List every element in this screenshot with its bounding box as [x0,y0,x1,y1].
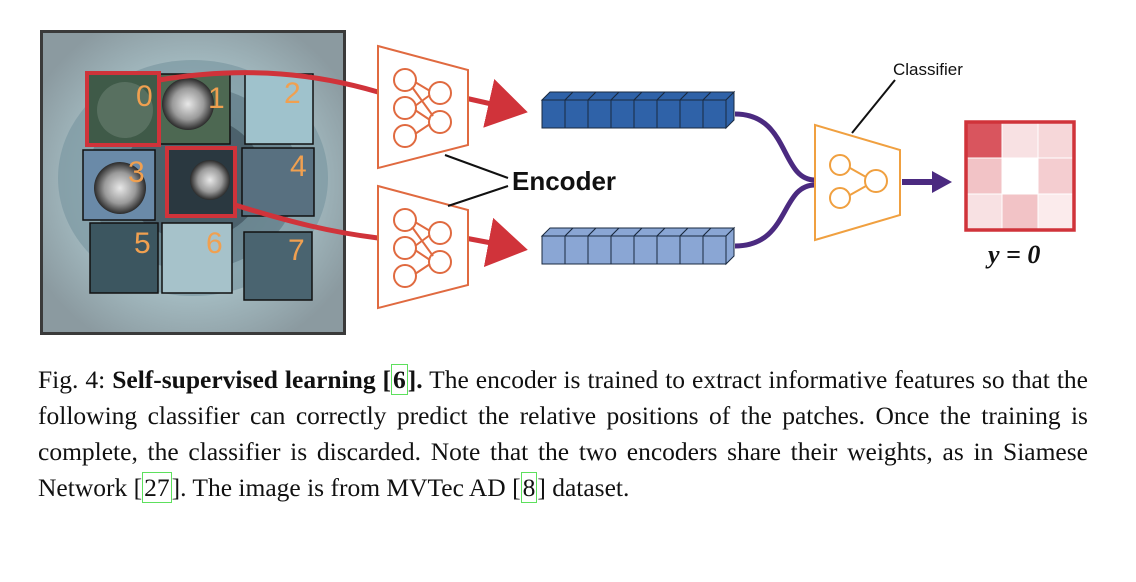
encoder-top [377,44,469,170]
feature-cell [702,235,727,265]
feature-cell [610,235,635,265]
patch-number-4: 4 [290,150,307,183]
highlight-box-a [85,71,161,147]
patch-7: 7 [243,231,313,301]
caption-title-end: ]. [407,365,423,394]
selected-patch-top [168,150,234,216]
feature-cell [679,235,704,265]
feature-cell [633,99,658,129]
matrix-cell [1001,157,1039,195]
feature-cell [587,235,612,265]
patch-number-3: 3 [128,156,145,189]
patch-4: 4 [241,147,315,217]
matrix-cell [1037,121,1075,159]
output-label: y = 0 [985,240,1040,269]
patch-3: 3 [82,149,156,221]
highlight-box-b [165,146,237,218]
matrix-cell [1037,157,1075,195]
feature-cell [702,99,727,129]
patch-number-5: 5 [134,227,151,260]
feature-cell [564,235,589,265]
citation-link-6[interactable]: 6 [391,364,408,395]
matrix-cell [1001,121,1039,159]
feature-cell-side-face [725,226,735,266]
output-matrix-border [964,120,1076,232]
caption-fig-label: Fig. 4: [38,365,106,394]
patch-2: 2 [244,73,314,145]
feature-cell [541,235,566,265]
classifier-label: Classifier [893,60,963,79]
encoder-label: Encoder [512,166,616,196]
feature-cell [587,99,612,129]
caption-text-3: ] dataset. [537,473,630,502]
output-arrow-head [932,171,952,193]
figure-diagram: 0 1 2 3 4 5 6 7 [40,30,1076,335]
red-connector-bottom [234,202,379,241]
matrix-cell [965,121,1003,159]
encoder-bottom [377,184,469,310]
feature-cell [633,235,658,265]
patch-1: 1 [159,73,231,145]
feature-cell [679,99,704,129]
citation-link-8[interactable]: 8 [520,472,538,503]
classifier-pointer [851,79,896,134]
feature-vector-bottom [540,226,736,266]
merge-curve-bottom [734,182,816,249]
patch-number-2: 2 [284,77,301,110]
red-connector-top [158,70,379,95]
feature-cell [610,99,635,129]
matrix-cell [965,157,1003,195]
patch-0: 0 [87,73,159,145]
caption-title: Self-supervised learning [6]. [112,364,423,395]
caption-title-text: Self-supervised learning [ [112,365,392,394]
output-matrix [965,121,1075,231]
feature-cell-side-face [725,90,735,130]
encoder-pointer-bottom [447,185,509,207]
red-arrow-top [464,78,528,128]
matrix-cell [1001,193,1039,231]
figure-caption: Fig. 4: Self-supervised learning [6]. Th… [38,362,1088,506]
feature-cell [564,99,589,129]
encoder-pointer-top [444,154,509,179]
feature-cell [656,99,681,129]
patch-grid: 0 1 2 3 4 5 6 7 [82,71,315,301]
feature-cell [541,99,566,129]
patch-number-6: 6 [206,227,223,260]
citation-link-27[interactable]: 27 [142,472,172,503]
merge-curve-top [734,111,816,183]
feature-cell [656,235,681,265]
patch-5: 5 [89,222,159,294]
patch-number-7: 7 [288,234,305,267]
caption-text-1: The encoder is trained to extract inform… [38,365,1088,502]
patch-number-1: 1 [208,82,225,115]
patch-number-0: 0 [136,80,153,113]
patch-6: 6 [161,222,233,294]
matrix-cell [1037,193,1075,231]
classifier [814,123,901,242]
matrix-cell [965,193,1003,231]
feature-vector-top [540,90,736,130]
caption-text-2: ]. The image is from MVTec AD [ [171,473,521,502]
red-arrow-bottom [464,217,528,268]
